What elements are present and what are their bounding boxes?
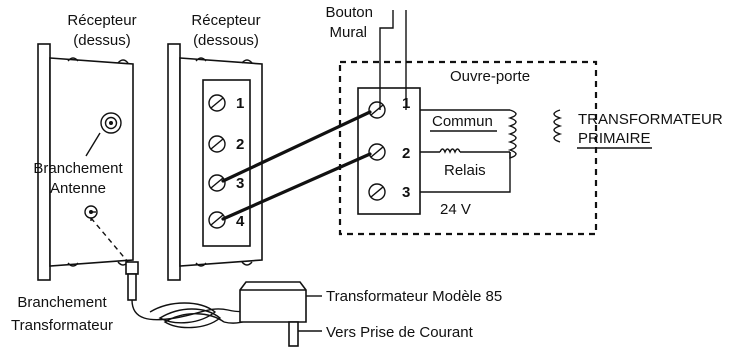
receiver-top-view	[37, 43, 134, 281]
antenna-connection-label: Branchement	[33, 160, 123, 177]
receiver-top-title: Récepteur	[67, 12, 136, 29]
receiver-terminal-label: 3	[236, 175, 244, 192]
opener-terminal-label: 2	[402, 145, 410, 162]
opener-label: Ouvre-porte	[450, 68, 530, 85]
secondary-coil-icon	[507, 109, 517, 159]
receiver-bottom-view: 1 2 3 4	[167, 43, 263, 281]
common-label: Commun	[432, 113, 493, 130]
relay-label: Relais	[444, 162, 486, 179]
receiver-screw-3-icon	[208, 174, 226, 192]
receiver-terminal-label: 2	[236, 136, 244, 153]
plug-prong-icon	[288, 321, 299, 347]
wall-button-label: Bouton	[325, 4, 373, 21]
receiver-to-opener-wires	[221, 110, 372, 221]
voltage-label: 24 V	[440, 201, 471, 218]
primary-transformer-label-2: PRIMAIRE	[578, 130, 651, 147]
opener-screw-2-icon	[368, 143, 386, 161]
plug-in-transformer	[90, 217, 322, 347]
receiver-top-subtitle: (dessus)	[73, 32, 131, 49]
receiver-screw-4-icon	[208, 211, 226, 229]
transformer-connection-label-2: Transformateur	[11, 317, 113, 334]
receiver-terminal-label: 4	[236, 213, 245, 230]
opener-screw-3-icon	[368, 183, 386, 201]
receiver-terminal-label: 1	[236, 95, 244, 112]
coiled-cord-icon	[149, 302, 225, 329]
transformer-model-label: Transformateur Modèle 85	[326, 288, 502, 305]
receiver-screw-1-icon	[208, 94, 226, 112]
primary-transformer-label: TRANSFORMATEUR	[578, 111, 723, 128]
outlet-label: Vers Prise de Courant	[326, 324, 474, 341]
antenna-connection-label-2: Antenne	[50, 180, 106, 197]
receiver-bottom-title: Récepteur	[191, 12, 260, 29]
wall-button-wires	[379, 10, 407, 110]
wall-button-label-2: Mural	[329, 24, 367, 41]
opener-screw-1-icon	[368, 101, 386, 119]
opener-internal-wiring	[420, 109, 652, 193]
primary-coil-icon	[553, 109, 563, 143]
transformer-connection-label: Branchement	[17, 294, 107, 311]
receiver-bottom-subtitle: (dessous)	[193, 32, 259, 49]
relay-coil-icon	[439, 148, 461, 154]
antenna-jack-icon	[100, 112, 122, 134]
opener-terminal-block: 1 2 3	[357, 87, 421, 215]
opener-terminal-label: 3	[402, 184, 410, 201]
receiver-screw-2-icon	[208, 135, 226, 153]
